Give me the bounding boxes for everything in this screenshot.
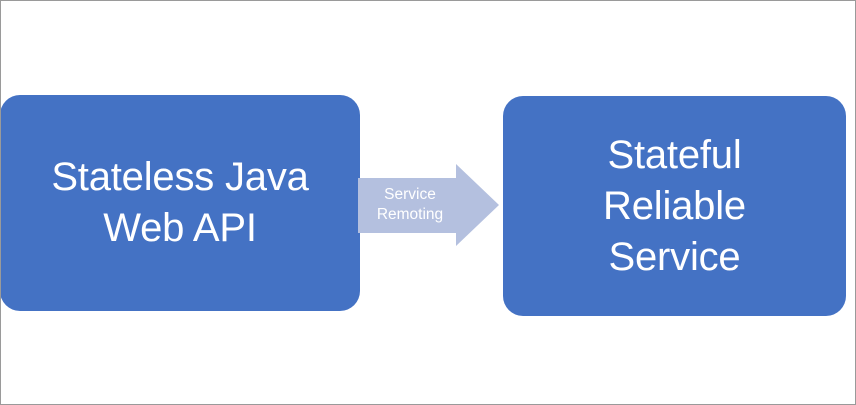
node-stateful-reliable-service[interactable]: Stateful Reliable Service xyxy=(503,96,846,316)
node-stateless-java-web-api[interactable]: Stateless Java Web API xyxy=(1,95,360,311)
block-arrow-icon xyxy=(358,164,499,246)
node-stateless-java-web-api-label: Stateless Java Web API xyxy=(51,155,309,250)
node-stateful-reliable-service-label: Stateful Reliable Service xyxy=(603,132,746,279)
service-remoting-arrow[interactable] xyxy=(358,162,500,248)
